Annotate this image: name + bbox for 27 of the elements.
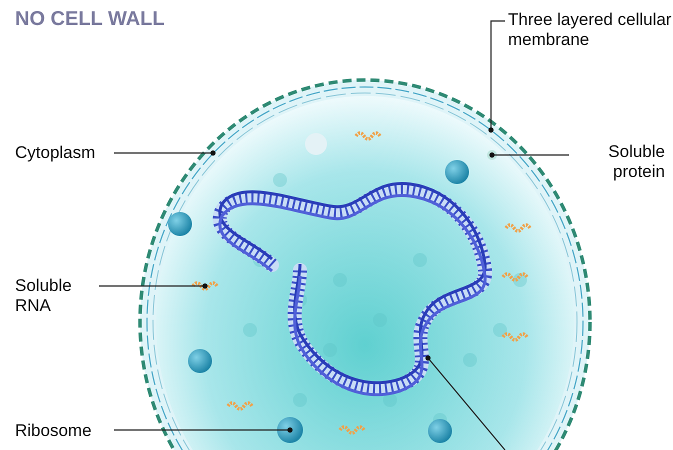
rna-strand-icon [354, 131, 382, 141]
ribosome-sphere [277, 417, 303, 443]
rna-strand-icon [338, 425, 366, 435]
leader-line [425, 355, 506, 450]
part-label: Soluble protein [575, 142, 665, 182]
rna-strand-icon [226, 401, 254, 411]
part-label: Ribosome [15, 421, 110, 441]
part-label: Soluble RNA [15, 276, 95, 316]
ribosome-sphere [428, 419, 452, 443]
ribosome-sphere [445, 160, 469, 184]
rna-strand-icon [502, 272, 528, 282]
leader-line [489, 152, 569, 158]
part-label: Three layered cellular membrane [508, 10, 673, 50]
protein-particle [487, 150, 497, 160]
leader-line [114, 427, 293, 433]
vesicle-sphere [305, 133, 327, 155]
ribosome-sphere [188, 349, 212, 373]
ribosome-sphere [168, 212, 192, 236]
rna-strand-icon [504, 223, 532, 233]
leader-line [488, 20, 505, 133]
part-label: Cytoplasm [15, 143, 110, 163]
rna-strand-icon [192, 281, 218, 291]
heading: NO CELL WALL [15, 8, 165, 31]
rna-strand-icon [502, 332, 528, 342]
leader-line [114, 150, 216, 156]
leader-line [99, 283, 208, 289]
dna-helix-drawing [213, 182, 492, 396]
